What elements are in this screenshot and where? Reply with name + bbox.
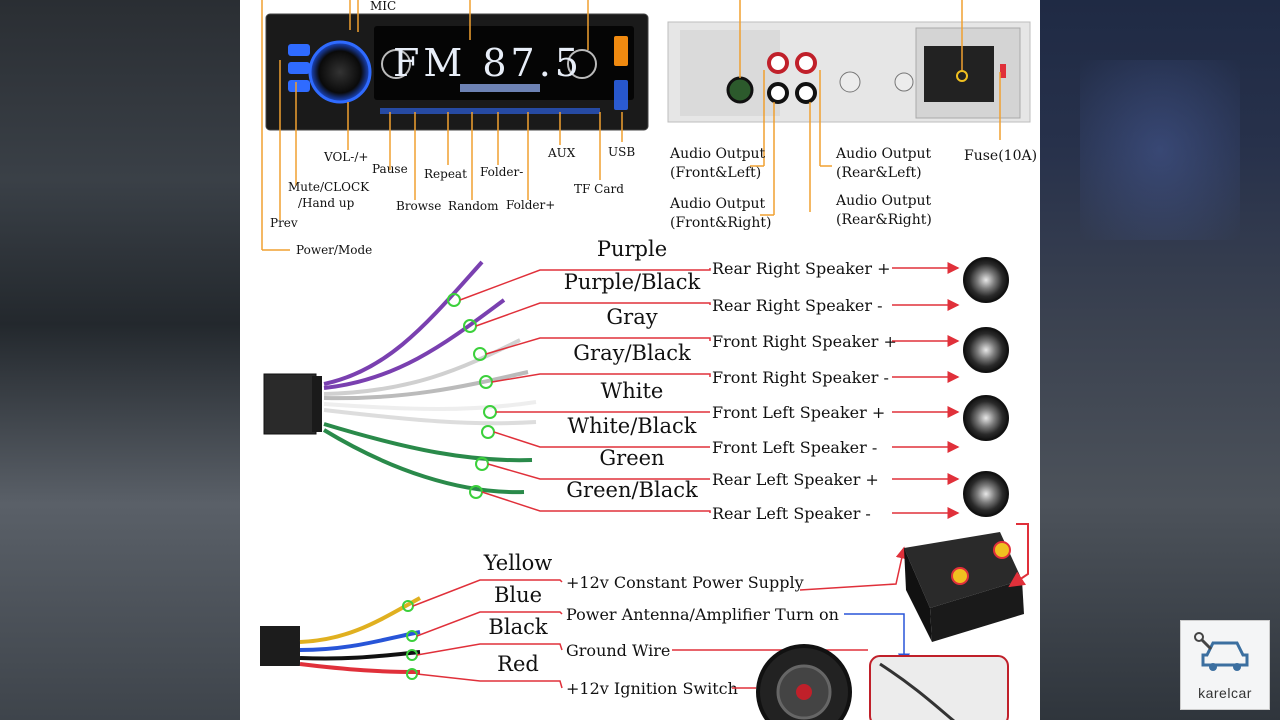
- rear-leader-lines: [739, 0, 1001, 216]
- wire-color-label: White/Black: [568, 414, 697, 438]
- iso-connector: [924, 46, 994, 102]
- label-out-front-left-1: Audio Output: [669, 146, 766, 162]
- label-out-rear-right-1: Audio Output: [835, 193, 932, 209]
- rca-front-left-jack: [767, 52, 789, 74]
- wire-color-label: Yellow: [483, 551, 553, 575]
- power-lead-line: [416, 611, 563, 637]
- battery-icon: [904, 523, 1029, 642]
- rca-front-right-jack: [767, 82, 789, 104]
- label-usb: USB: [608, 145, 635, 159]
- radio-leader-lines: [261, 0, 623, 251]
- wire-color-label: White: [601, 379, 664, 403]
- speaker-harness: [263, 260, 537, 495]
- car-wrench-icon: [1194, 632, 1249, 671]
- speaker-function-label: Front Right Speaker +: [712, 332, 897, 351]
- power-lead-line: [416, 673, 563, 689]
- power-lead-line: [412, 579, 563, 607]
- speaker-function-label: Rear Left Speaker +: [712, 470, 879, 489]
- rca-rear-left-jack: [795, 52, 817, 74]
- label-out-rear-left-2: (Rear&Left): [836, 165, 922, 181]
- label-random: Random: [448, 199, 499, 213]
- power-function-label: Power Antenna/Amplifier Turn on: [566, 605, 839, 624]
- label-out-front-right-1: Audio Output: [669, 196, 766, 212]
- power-harness: [260, 596, 421, 674]
- display-frequency: FM 87.5: [393, 41, 583, 85]
- speaker-function-label: Front Left Speaker +: [712, 403, 885, 422]
- label-mic: MIC: [370, 0, 396, 13]
- speaker-function-label: Rear Right Speaker +: [712, 259, 891, 278]
- wire-color-label: Gray: [606, 305, 657, 329]
- speaker-lead-line: [485, 337, 711, 355]
- wire-color-label: Red: [497, 652, 539, 676]
- label-out-front-left-2: (Front&Left): [670, 165, 761, 181]
- brand-logo: karelcar: [1180, 620, 1270, 710]
- label-browse: Browse: [396, 199, 441, 213]
- label-out-rear-left-1: Audio Output: [835, 146, 932, 162]
- rca-rear-right-jack: [795, 82, 817, 104]
- power-function-label: +12v Ignition Switch: [566, 679, 738, 698]
- label-out-front-right-2: (Front&Right): [670, 215, 772, 231]
- label-mute: Mute/CLOCK: [288, 180, 370, 194]
- power-rows: Yellow +12v Constant Power SupplyBluePowe…: [402, 546, 910, 698]
- speaker-lead-line: [487, 463, 710, 480]
- speaker-lead-line: [475, 302, 711, 327]
- background-left: [0, 0, 240, 720]
- rear-panel: [667, 21, 1031, 123]
- radio-labels: MIC VOL-/+ Pause Repeat Folder- AUX USB …: [270, 0, 635, 257]
- antenna-amplifier-icon: [869, 655, 1009, 720]
- label-power-mode: Power/Mode: [296, 243, 372, 257]
- battery-lead: [799, 546, 908, 591]
- wire-color-label: Purple/Black: [564, 270, 701, 294]
- antenna-jack: [726, 76, 754, 104]
- wire-color-label: Black: [488, 615, 547, 639]
- power-function-label: Ground Wire: [566, 641, 670, 660]
- speaker-function-label: Rear Left Speaker -: [712, 504, 871, 523]
- rear-labels: Audio Output (Front&Left) Audio Output (…: [669, 146, 1037, 231]
- speaker-icon: [963, 327, 1009, 373]
- speaker-lead-line: [491, 373, 711, 383]
- wire-color-label: Green/Black: [566, 478, 698, 502]
- speaker-function-label: Front Left Speaker -: [712, 438, 877, 457]
- speaker-icon: [963, 257, 1009, 303]
- wire-color-label: Purple: [597, 237, 667, 261]
- ignition-switch-icon: [756, 644, 852, 720]
- label-folder-minus: Folder-: [480, 165, 523, 179]
- speaker-function-label: Rear Right Speaker -: [712, 296, 883, 315]
- wire-color-label: Gray/Black: [573, 341, 691, 365]
- wire-color-label: Blue: [494, 583, 542, 607]
- speaker-connector-plug: [263, 373, 317, 435]
- label-aux: AUX: [547, 146, 576, 160]
- label-tf-card: TF Card: [574, 182, 624, 196]
- fuse: [1000, 64, 1006, 78]
- label-handup: /Hand up: [298, 196, 355, 210]
- label-repeat: Repeat: [424, 167, 467, 181]
- splice-node: [481, 425, 495, 439]
- label-folder-plus: Folder+: [506, 198, 555, 212]
- label-vol: VOL-/+: [323, 150, 368, 164]
- power-lead-line: [416, 643, 563, 656]
- speaker-lead-line: [459, 268, 711, 301]
- label-fuse: Fuse(10A): [964, 148, 1037, 164]
- label-prev: Prev: [270, 216, 298, 230]
- antenna-lead: [844, 613, 910, 666]
- power-function-label: +12v Constant Power Supply: [566, 573, 804, 592]
- volume-knob: [308, 40, 372, 104]
- brand-name: karelcar: [1198, 685, 1252, 701]
- radio-head-unit: FM 87.5: [265, 13, 649, 131]
- speaker-function-label: Front Right Speaker -: [712, 368, 889, 387]
- wiring-diagram-panel: FM 87.5 MIC VOL-/+ Pause Repeat Folder- …: [240, 0, 1040, 720]
- wiring-diagram: FM 87.5 MIC VOL-/+ Pause Repeat Folder- …: [260, 0, 1037, 720]
- wire-color-label: Green: [599, 446, 664, 470]
- background-right: [1040, 0, 1280, 720]
- speaker-lead-line: [481, 491, 711, 513]
- speaker-icon: [963, 395, 1009, 441]
- speaker-icon: [963, 471, 1009, 517]
- speaker-lead-line: [493, 431, 710, 448]
- label-out-rear-right-2: (Rear&Right): [836, 212, 932, 228]
- label-pause: Pause: [372, 162, 408, 176]
- power-connector-plug: [260, 626, 300, 666]
